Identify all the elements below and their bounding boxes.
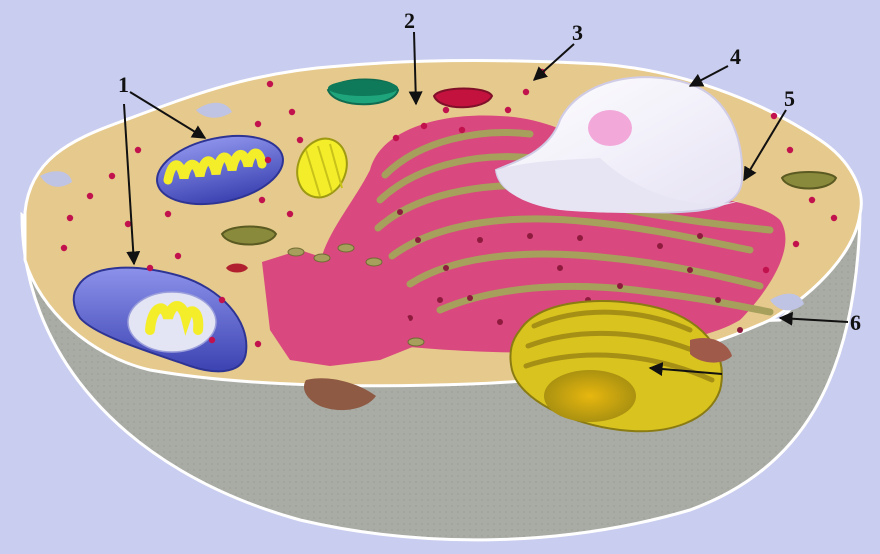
- ribosome-dot: [737, 327, 743, 333]
- ribosome-dot: [443, 265, 449, 271]
- ribosome-dot: [793, 241, 799, 247]
- ribosome-dot: [467, 295, 473, 301]
- ribosome-dot: [397, 209, 403, 215]
- ribosome-dot: [297, 137, 303, 143]
- ribosome-dot: [459, 127, 465, 133]
- ribosome-dot: [219, 297, 225, 303]
- ribosome-dot: [135, 147, 141, 153]
- callout-label-2: 2: [404, 8, 415, 33]
- callout-label-3: 3: [572, 20, 583, 45]
- ribosome-dot: [557, 265, 563, 271]
- ribosome-dot: [109, 173, 115, 179]
- callout-label-1: 1: [118, 72, 129, 97]
- ribosome-dot: [809, 197, 815, 203]
- ribosome-dot: [265, 157, 271, 163]
- ribosome-dot: [267, 81, 273, 87]
- ribosome-dot: [147, 265, 153, 271]
- ribosome-dot: [715, 297, 721, 303]
- ribosome-dot: [687, 267, 693, 273]
- vesicle-olive-right: [782, 172, 836, 189]
- ribosome-dot: [477, 237, 483, 243]
- ribosome-dot: [259, 197, 265, 203]
- ribosome-dot: [421, 123, 427, 129]
- ribosome-dot: [393, 135, 399, 141]
- ribosome-dot: [771, 113, 777, 119]
- ribosome-dot: [287, 211, 293, 217]
- ribosome-dot: [125, 221, 131, 227]
- ribosome-dot: [527, 233, 533, 239]
- ribosome-dot: [443, 107, 449, 113]
- ribosome-dot: [61, 245, 67, 251]
- vesicle-green-large-rim: [328, 80, 398, 96]
- ribosome-dot: [577, 235, 583, 241]
- ribosome-dot: [209, 337, 215, 343]
- ribosome-dot: [787, 147, 793, 153]
- callout-label-4: 4: [730, 44, 741, 69]
- ribosome-dot: [87, 193, 93, 199]
- ribosome-dot: [617, 283, 623, 289]
- ribosome-dot: [497, 319, 503, 325]
- ribosome-dot: [523, 89, 529, 95]
- vesicle-olive-left: [222, 227, 276, 245]
- ribosome-dot: [437, 297, 443, 303]
- ribosome-dot: [505, 107, 511, 113]
- callout-label-5: 5: [784, 86, 795, 111]
- nucleolus: [588, 110, 632, 146]
- ribosome-dot: [697, 233, 703, 239]
- ribosome-dot: [255, 341, 261, 347]
- ribosome-dot: [175, 253, 181, 259]
- ribosome-dot: [415, 237, 421, 243]
- callout-label-6: 6: [850, 310, 861, 335]
- ribosome-dot: [763, 267, 769, 273]
- ribosome-dot: [165, 211, 171, 217]
- ribosome-dot: [831, 215, 837, 221]
- ribosome-dot: [255, 121, 261, 127]
- ribosome-dot: [289, 109, 295, 115]
- ribosome-dot: [67, 215, 73, 221]
- ribosome-dot: [657, 243, 663, 249]
